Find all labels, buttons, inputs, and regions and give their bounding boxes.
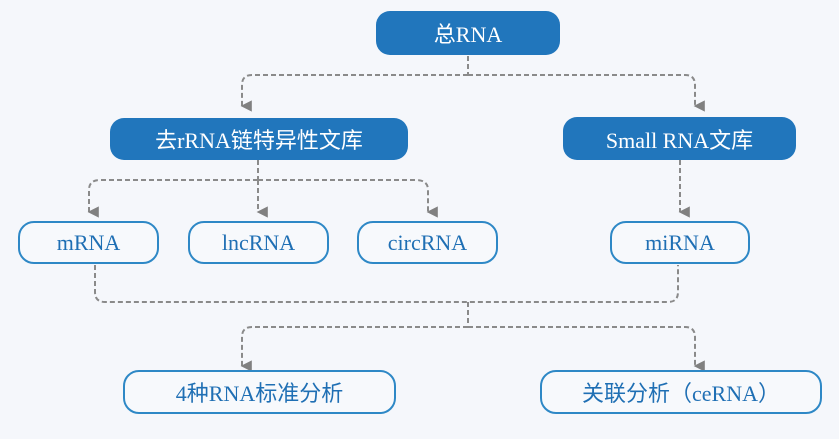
node-cerna-analysis: 关联分析（ceRNA） bbox=[540, 370, 822, 414]
connector-merge bbox=[94, 265, 679, 303]
connector-root-to-small-library bbox=[468, 74, 705, 112]
node-total-rna-label: 总RNA bbox=[433, 22, 503, 47]
node-mrna: mRNA bbox=[18, 221, 159, 264]
node-mrna-label: mRNA bbox=[56, 229, 121, 255]
node-rrna-depleted-library-label: 去rRNA链特异性文库 bbox=[155, 128, 363, 153]
node-rrna-depleted-library: 去rRNA链特异性文库 bbox=[110, 118, 408, 160]
node-circrna-label: circRNA bbox=[387, 229, 468, 255]
node-circrna: circRNA bbox=[357, 221, 498, 264]
connector-root-to-rrna-library bbox=[240, 74, 468, 112]
connector-to-standard-analysis bbox=[240, 326, 468, 372]
node-cerna-analysis-label: 关联分析（ceRNA） bbox=[582, 381, 780, 406]
node-lncrna-label: lncRNA bbox=[221, 229, 296, 255]
node-small-rna-library: Small RNA文库 bbox=[563, 117, 796, 160]
connector-to-cerna-analysis bbox=[468, 326, 705, 372]
connector-to-mrna bbox=[87, 179, 258, 218]
node-total-rna: 总RNA bbox=[376, 11, 560, 55]
node-standard-analysis: 4种RNA标准分析 bbox=[123, 370, 396, 414]
connector-to-circrna bbox=[258, 179, 438, 218]
node-standard-analysis-label: 4种RNA标准分析 bbox=[175, 381, 344, 406]
node-small-rna-library-label: Small RNA文库 bbox=[605, 127, 754, 153]
node-mirna: miRNA bbox=[610, 221, 750, 264]
node-lncrna: lncRNA bbox=[188, 221, 329, 264]
node-mirna-label: miRNA bbox=[645, 229, 715, 255]
